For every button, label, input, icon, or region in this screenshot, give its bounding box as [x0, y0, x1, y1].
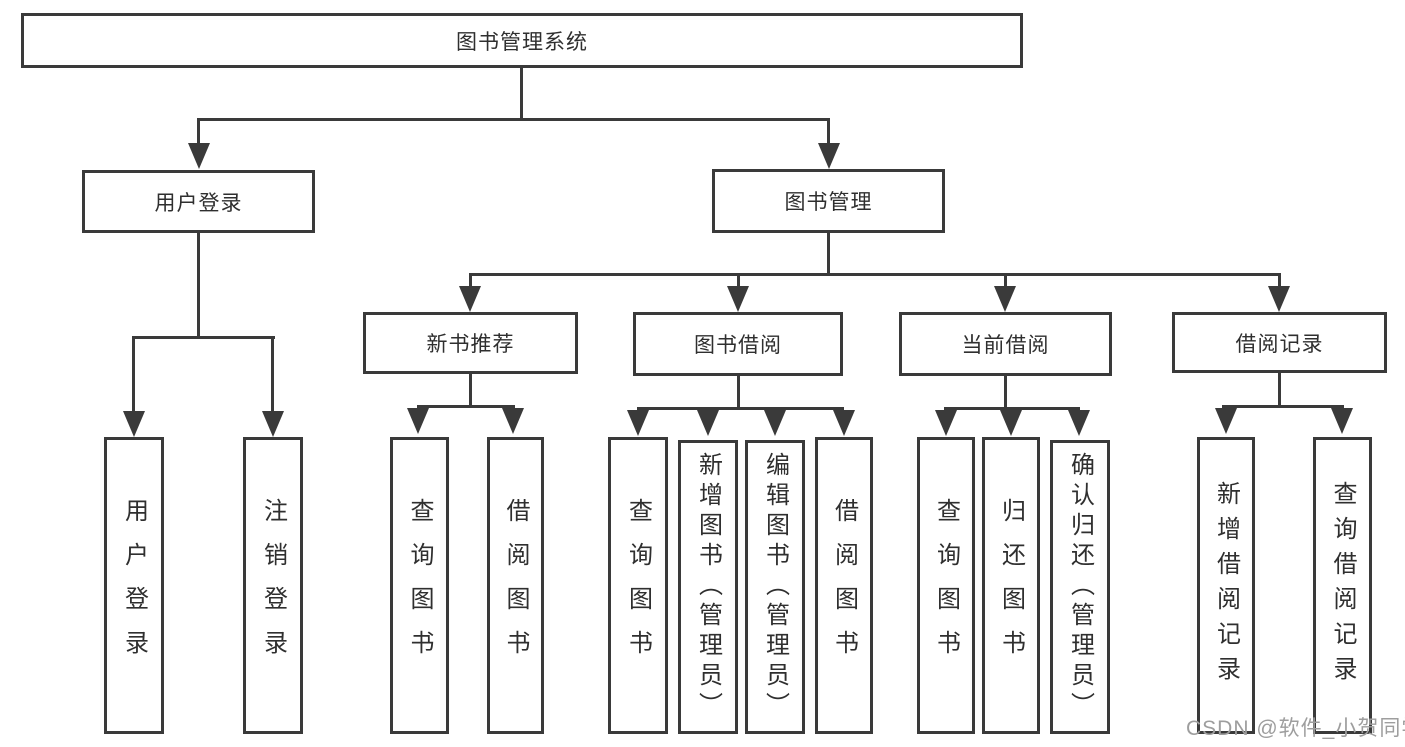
leaf-bb-query-books-label: 查询图书 — [624, 497, 652, 674]
node-current-borrow: 当前借阅 — [899, 312, 1112, 376]
node-borrow-records: 借阅记录 — [1172, 312, 1387, 373]
edge-stem-new-books — [469, 276, 472, 286]
leaf-nb-borrow-books: 借阅图书 — [487, 437, 544, 734]
edge-user-login-trunk — [197, 233, 200, 336]
node-book-borrow-label: 图书借阅 — [694, 334, 782, 357]
leaf-cb-return-books-label: 归还图书 — [997, 497, 1025, 674]
arrowhead-cb-query — [935, 410, 957, 436]
leaf-user-login: 用户登录 — [104, 437, 164, 734]
edge-new-books-trunk — [469, 374, 472, 405]
edge-stem-book-mgmt — [827, 121, 830, 145]
edge-stem-current-borrow — [1004, 276, 1007, 286]
arrowhead-br-query — [1331, 408, 1353, 434]
arrowhead-bb-query — [627, 410, 649, 436]
node-book-mgmt: 图书管理 — [712, 169, 945, 233]
leaf-br-query-record-label: 查询借阅记录 — [1329, 480, 1356, 691]
edge-stem-user-login — [197, 121, 200, 145]
arrowhead-bb-edit — [764, 410, 786, 436]
node-book-mgmt-label: 图书管理 — [784, 191, 873, 214]
leaf-nb-query-books: 查询图书 — [390, 437, 449, 734]
edge-book-mgmt-trunk — [827, 233, 830, 273]
edge-stem-book-borrow — [737, 276, 740, 286]
leaf-bb-add-books-admin: 新增图书（管理员） — [678, 440, 738, 734]
leaf-logout-label: 注销登录 — [259, 497, 287, 674]
leaf-br-query-record: 查询借阅记录 — [1313, 437, 1372, 734]
node-root-label: 图书管理系统 — [456, 30, 588, 54]
arrowhead-book-mgmt — [818, 143, 840, 169]
node-current-borrow-label: 当前借阅 — [961, 334, 1050, 357]
edge-new-books-bar — [417, 405, 515, 408]
leaf-cb-query-books-label: 查询图书 — [932, 497, 960, 674]
leaf-br-add-record-label: 新增借阅记录 — [1212, 480, 1240, 691]
node-root: 图书管理系统 — [21, 13, 1023, 68]
watermark: CSDN @软件_小贺同学 — [1186, 717, 1405, 740]
arrowhead-nb-query — [407, 408, 429, 434]
leaf-bb-add-books-admin-label: 新增图书（管理员） — [694, 452, 722, 722]
leaf-user-login-label: 用户登录 — [120, 497, 148, 674]
arrowhead-user-login — [188, 143, 210, 169]
node-new-books: 新书推荐 — [363, 312, 578, 374]
leaf-bb-edit-books-admin-label: 编辑图书（管理员） — [761, 452, 789, 722]
leaf-nb-borrow-books-label: 借阅图书 — [502, 497, 529, 674]
edge-current-borrow-bar — [944, 407, 1080, 410]
edge-borrow-records-bar — [1222, 405, 1344, 408]
edge-book-borrow-trunk — [737, 376, 740, 407]
node-new-books-label: 新书推荐 — [426, 333, 515, 356]
edge-user-login-bar — [132, 336, 275, 339]
edge-stem-leaf-login — [132, 339, 135, 411]
node-borrow-records-label: 借阅记录 — [1235, 332, 1324, 356]
leaf-br-add-record: 新增借阅记录 — [1197, 437, 1255, 734]
leaf-bb-borrow-books: 借阅图书 — [815, 437, 873, 734]
arrowhead-cb-confirm — [1068, 410, 1090, 436]
arrowhead-br-add — [1215, 408, 1237, 434]
leaf-cb-confirm-return-admin-label: 确认归还（管理员） — [1066, 452, 1094, 722]
leaf-cb-return-books: 归还图书 — [982, 437, 1040, 734]
arrowhead-nb-borrow — [502, 408, 524, 434]
leaf-cb-query-books: 查询图书 — [917, 437, 975, 734]
arrowhead-leaf-login — [123, 411, 145, 437]
arrowhead-bb-add — [697, 410, 719, 436]
edge-borrow-records-trunk — [1278, 373, 1281, 405]
edge-stem-borrow-records — [1278, 276, 1281, 286]
leaf-bb-borrow-books-label: 借阅图书 — [830, 497, 858, 674]
node-book-borrow: 图书借阅 — [633, 312, 843, 376]
arrowhead-current-borrow — [994, 286, 1016, 312]
node-user-login-label: 用户登录 — [154, 191, 243, 215]
edge-current-borrow-trunk — [1004, 376, 1007, 407]
node-user-login: 用户登录 — [82, 170, 315, 233]
arrowhead-bb-borrow — [833, 410, 855, 436]
edge-stem-leaf-logout — [271, 339, 274, 411]
leaf-logout: 注销登录 — [243, 437, 303, 734]
arrowhead-borrow-records — [1268, 286, 1290, 312]
edge-book-borrow-bar — [637, 407, 844, 410]
leaf-bb-query-books: 查询图书 — [608, 437, 668, 734]
leaf-bb-edit-books-admin: 编辑图书（管理员） — [745, 440, 805, 734]
arrowhead-leaf-logout — [262, 411, 284, 437]
leaf-cb-confirm-return-admin: 确认归还（管理员） — [1050, 440, 1110, 734]
arrowhead-book-borrow — [727, 286, 749, 312]
edge-level3-bar — [469, 273, 1281, 276]
arrowhead-new-books — [459, 286, 481, 312]
leaf-nb-query-books-label: 查询图书 — [406, 497, 433, 674]
edge-root-trunk — [520, 68, 523, 118]
edge-level2-bar — [197, 118, 830, 121]
arrowhead-cb-return — [1000, 410, 1022, 436]
